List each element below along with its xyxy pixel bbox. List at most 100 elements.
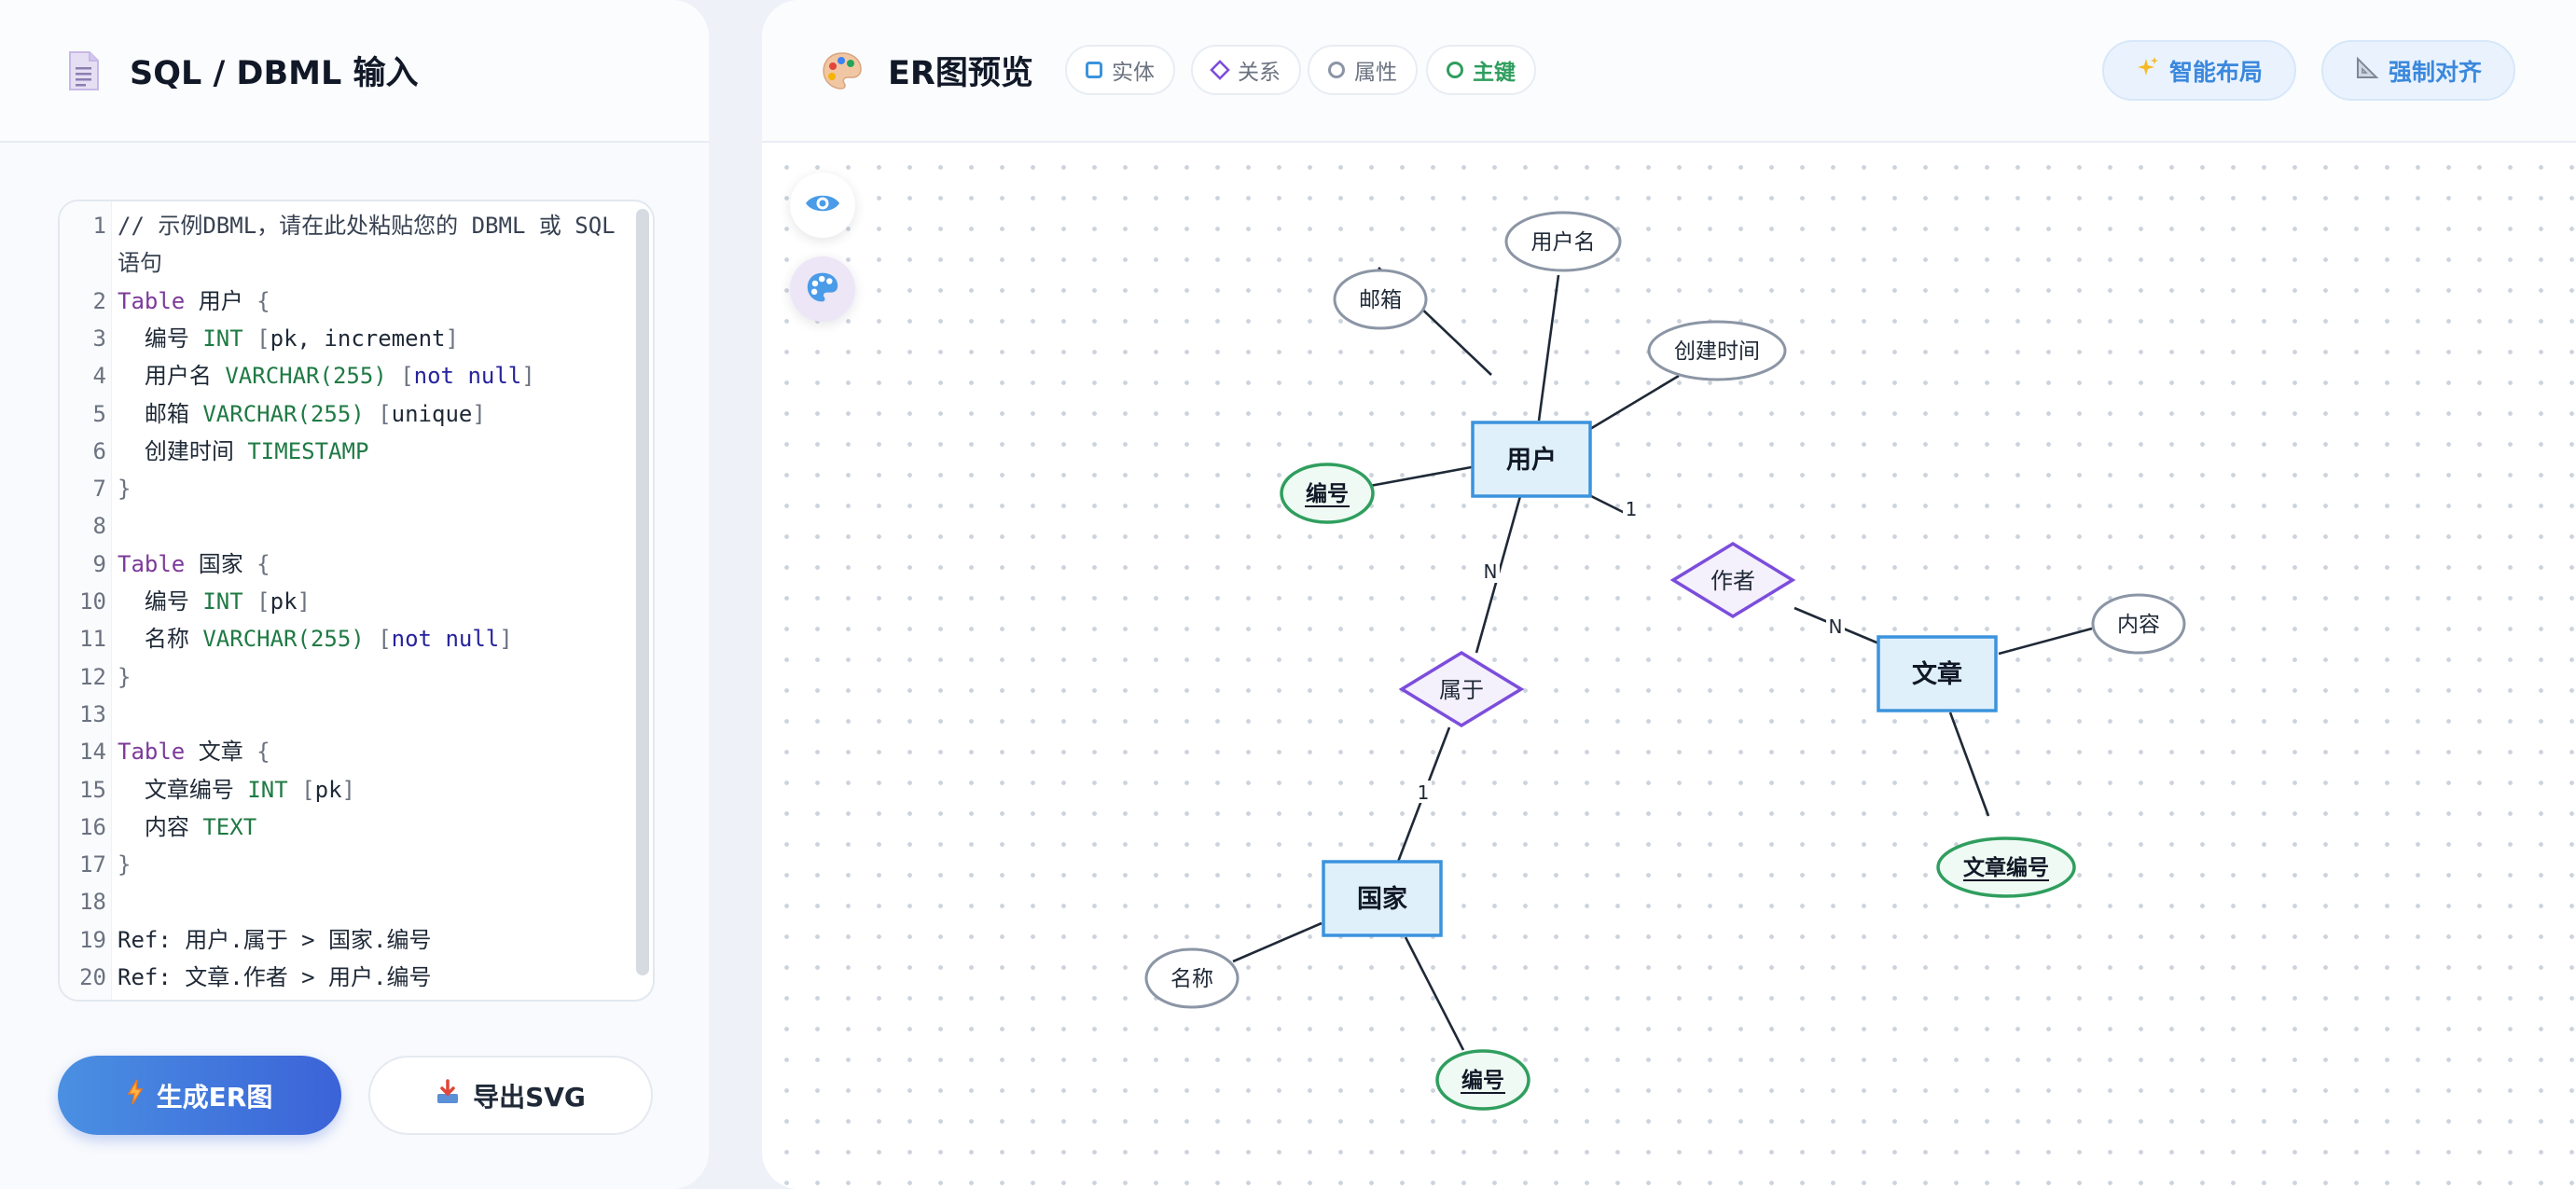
- attribute-swatch-icon: [1328, 62, 1345, 78]
- code-line[interactable]: 11 名称 VARCHAR(255) [not null]: [60, 620, 653, 657]
- palette-toggle-button[interactable]: [790, 256, 855, 322]
- code-token: Ref: 用户.属于 > 国家.编号: [118, 926, 432, 953]
- line-number: 20: [79, 964, 106, 990]
- code-line[interactable]: 10 编号 INT [pk]: [60, 583, 653, 620]
- attribute-name[interactable]: [1144, 947, 1240, 1009]
- line-number: 14: [79, 739, 106, 766]
- code-line[interactable]: 语句: [60, 244, 653, 282]
- code-line[interactable]: 16 内容 TEXT: [60, 809, 653, 846]
- cardinality-label: N: [1829, 615, 1843, 638]
- export-svg-button[interactable]: 导出SVG: [368, 1056, 653, 1135]
- primary-key-swatch-icon: [1447, 62, 1463, 78]
- line-number: 16: [79, 813, 106, 840]
- pk-label: 文章编号: [1963, 855, 2049, 880]
- code-token: [: [364, 626, 392, 653]
- attribute-username[interactable]: [1504, 211, 1622, 272]
- pk-attribute-article-id[interactable]: [1936, 836, 2076, 898]
- code-token: 编号: [118, 325, 203, 352]
- connector-line: [1998, 627, 2093, 656]
- code-line[interactable]: 17}: [60, 846, 653, 883]
- smart-layout-button[interactable]: 智能布局: [2102, 40, 2296, 101]
- legend-attribute: 属性: [1308, 45, 1418, 95]
- pk-attribute-country-id[interactable]: [1435, 1049, 1530, 1111]
- triangle-ruler-icon: [2355, 56, 2379, 86]
- line-number: 11: [79, 626, 106, 653]
- generate-er-label: 生成ER图: [156, 1081, 273, 1113]
- code-line[interactable]: 5 邮箱 VARCHAR(255) [unique]: [60, 395, 653, 433]
- code-token: 文章: [185, 739, 257, 766]
- code-line[interactable]: 18: [60, 883, 653, 920]
- attribute-email[interactable]: [1333, 269, 1428, 330]
- line-number: 6: [92, 437, 106, 464]
- code-text: Ref: 用户.属于 > 国家.编号: [118, 921, 432, 959]
- code-token: ]: [341, 776, 355, 803]
- entity-nodes: [1322, 421, 1998, 937]
- line-number: 1: [92, 213, 106, 239]
- code-token: not null: [391, 626, 500, 653]
- eye-toggle-button[interactable]: [790, 173, 855, 238]
- smart-layout-label: 智能布局: [2168, 58, 2263, 86]
- attribute-content[interactable]: [2091, 593, 2186, 655]
- code-line[interactable]: 4 用户名 VARCHAR(255) [not null]: [60, 357, 653, 394]
- code-token: {: [256, 287, 270, 314]
- editor-title: SQL / DBML 输入: [130, 55, 419, 92]
- entity-article[interactable]: [1877, 635, 1998, 712]
- code-line[interactable]: 1 // 示例DBML，请在此处粘贴您的 DBML 或 SQL: [60, 207, 653, 244]
- entity-user[interactable]: [1471, 421, 1592, 498]
- pk-attribute-user-id[interactable]: [1280, 463, 1375, 524]
- cardinality-label: 1: [1626, 498, 1638, 520]
- line-number: 7: [92, 476, 106, 503]
- generate-er-button[interactable]: 生成ER图: [58, 1056, 341, 1135]
- line-number: 4: [92, 363, 106, 390]
- er-canvas[interactable]: 1 N N 1 用户名 邮箱 创建时间 名称 内容: [762, 145, 2576, 1189]
- code-token: 文章编号: [118, 776, 248, 803]
- code-token: 用户: [185, 287, 257, 314]
- line-number: 10: [79, 588, 106, 615]
- code-line[interactable]: 12}: [60, 658, 653, 696]
- code-line[interactable]: 13: [60, 696, 653, 733]
- download-tray-icon: [436, 1079, 460, 1112]
- code-token: [: [386, 363, 414, 390]
- line-number: 5: [92, 400, 106, 427]
- code-line[interactable]: 6 创建时间 TIMESTAMP: [60, 433, 653, 470]
- legend-primary-key-label: 主键: [1473, 61, 1516, 85]
- relation-author[interactable]: [1669, 541, 1796, 619]
- code-token: TIMESTAMP: [247, 437, 369, 464]
- line-number: 3: [92, 325, 106, 352]
- connector-line: [1404, 936, 1465, 1051]
- code-token: pk: [270, 588, 298, 615]
- code-text: Table 国家 {: [118, 546, 270, 583]
- editor-scrollbar[interactable]: [636, 209, 649, 975]
- code-text: 名称 VARCHAR(255) [not null]: [118, 620, 513, 657]
- code-token: [: [287, 776, 315, 803]
- code-token: TEXT: [202, 813, 257, 840]
- relation-belongs-to[interactable]: [1398, 650, 1525, 728]
- code-token: ]: [521, 363, 535, 390]
- code-line[interactable]: 3 编号 INT [pk, increment]: [60, 320, 653, 357]
- code-line[interactable]: 7}: [60, 470, 653, 507]
- line-number: 12: [79, 663, 106, 690]
- document-icon: [67, 50, 101, 91]
- force-align-button[interactable]: 强制对齐: [2321, 40, 2515, 101]
- attribute-created-time[interactable]: [1647, 320, 1787, 381]
- code-text: 语句: [118, 244, 162, 282]
- code-line[interactable]: 15 文章编号 INT [pk]: [60, 771, 653, 809]
- code-token: }: [118, 851, 132, 878]
- code-line[interactable]: 8: [60, 507, 653, 545]
- line-number: 2: [92, 287, 106, 314]
- entity-country[interactable]: [1322, 860, 1443, 937]
- entity-label: 文章: [1912, 659, 1962, 689]
- connector-line: [1948, 712, 1990, 817]
- legend-relation: 关系: [1191, 45, 1301, 95]
- code-token: not null: [413, 363, 522, 390]
- legend-entity-label: 实体: [1112, 61, 1155, 85]
- force-align-label: 强制对齐: [2388, 58, 2482, 86]
- legend-attribute-label: 属性: [1354, 61, 1397, 85]
- code-token: // 示例DBML，请在此处粘贴您的 DBML 或 SQL: [118, 213, 616, 239]
